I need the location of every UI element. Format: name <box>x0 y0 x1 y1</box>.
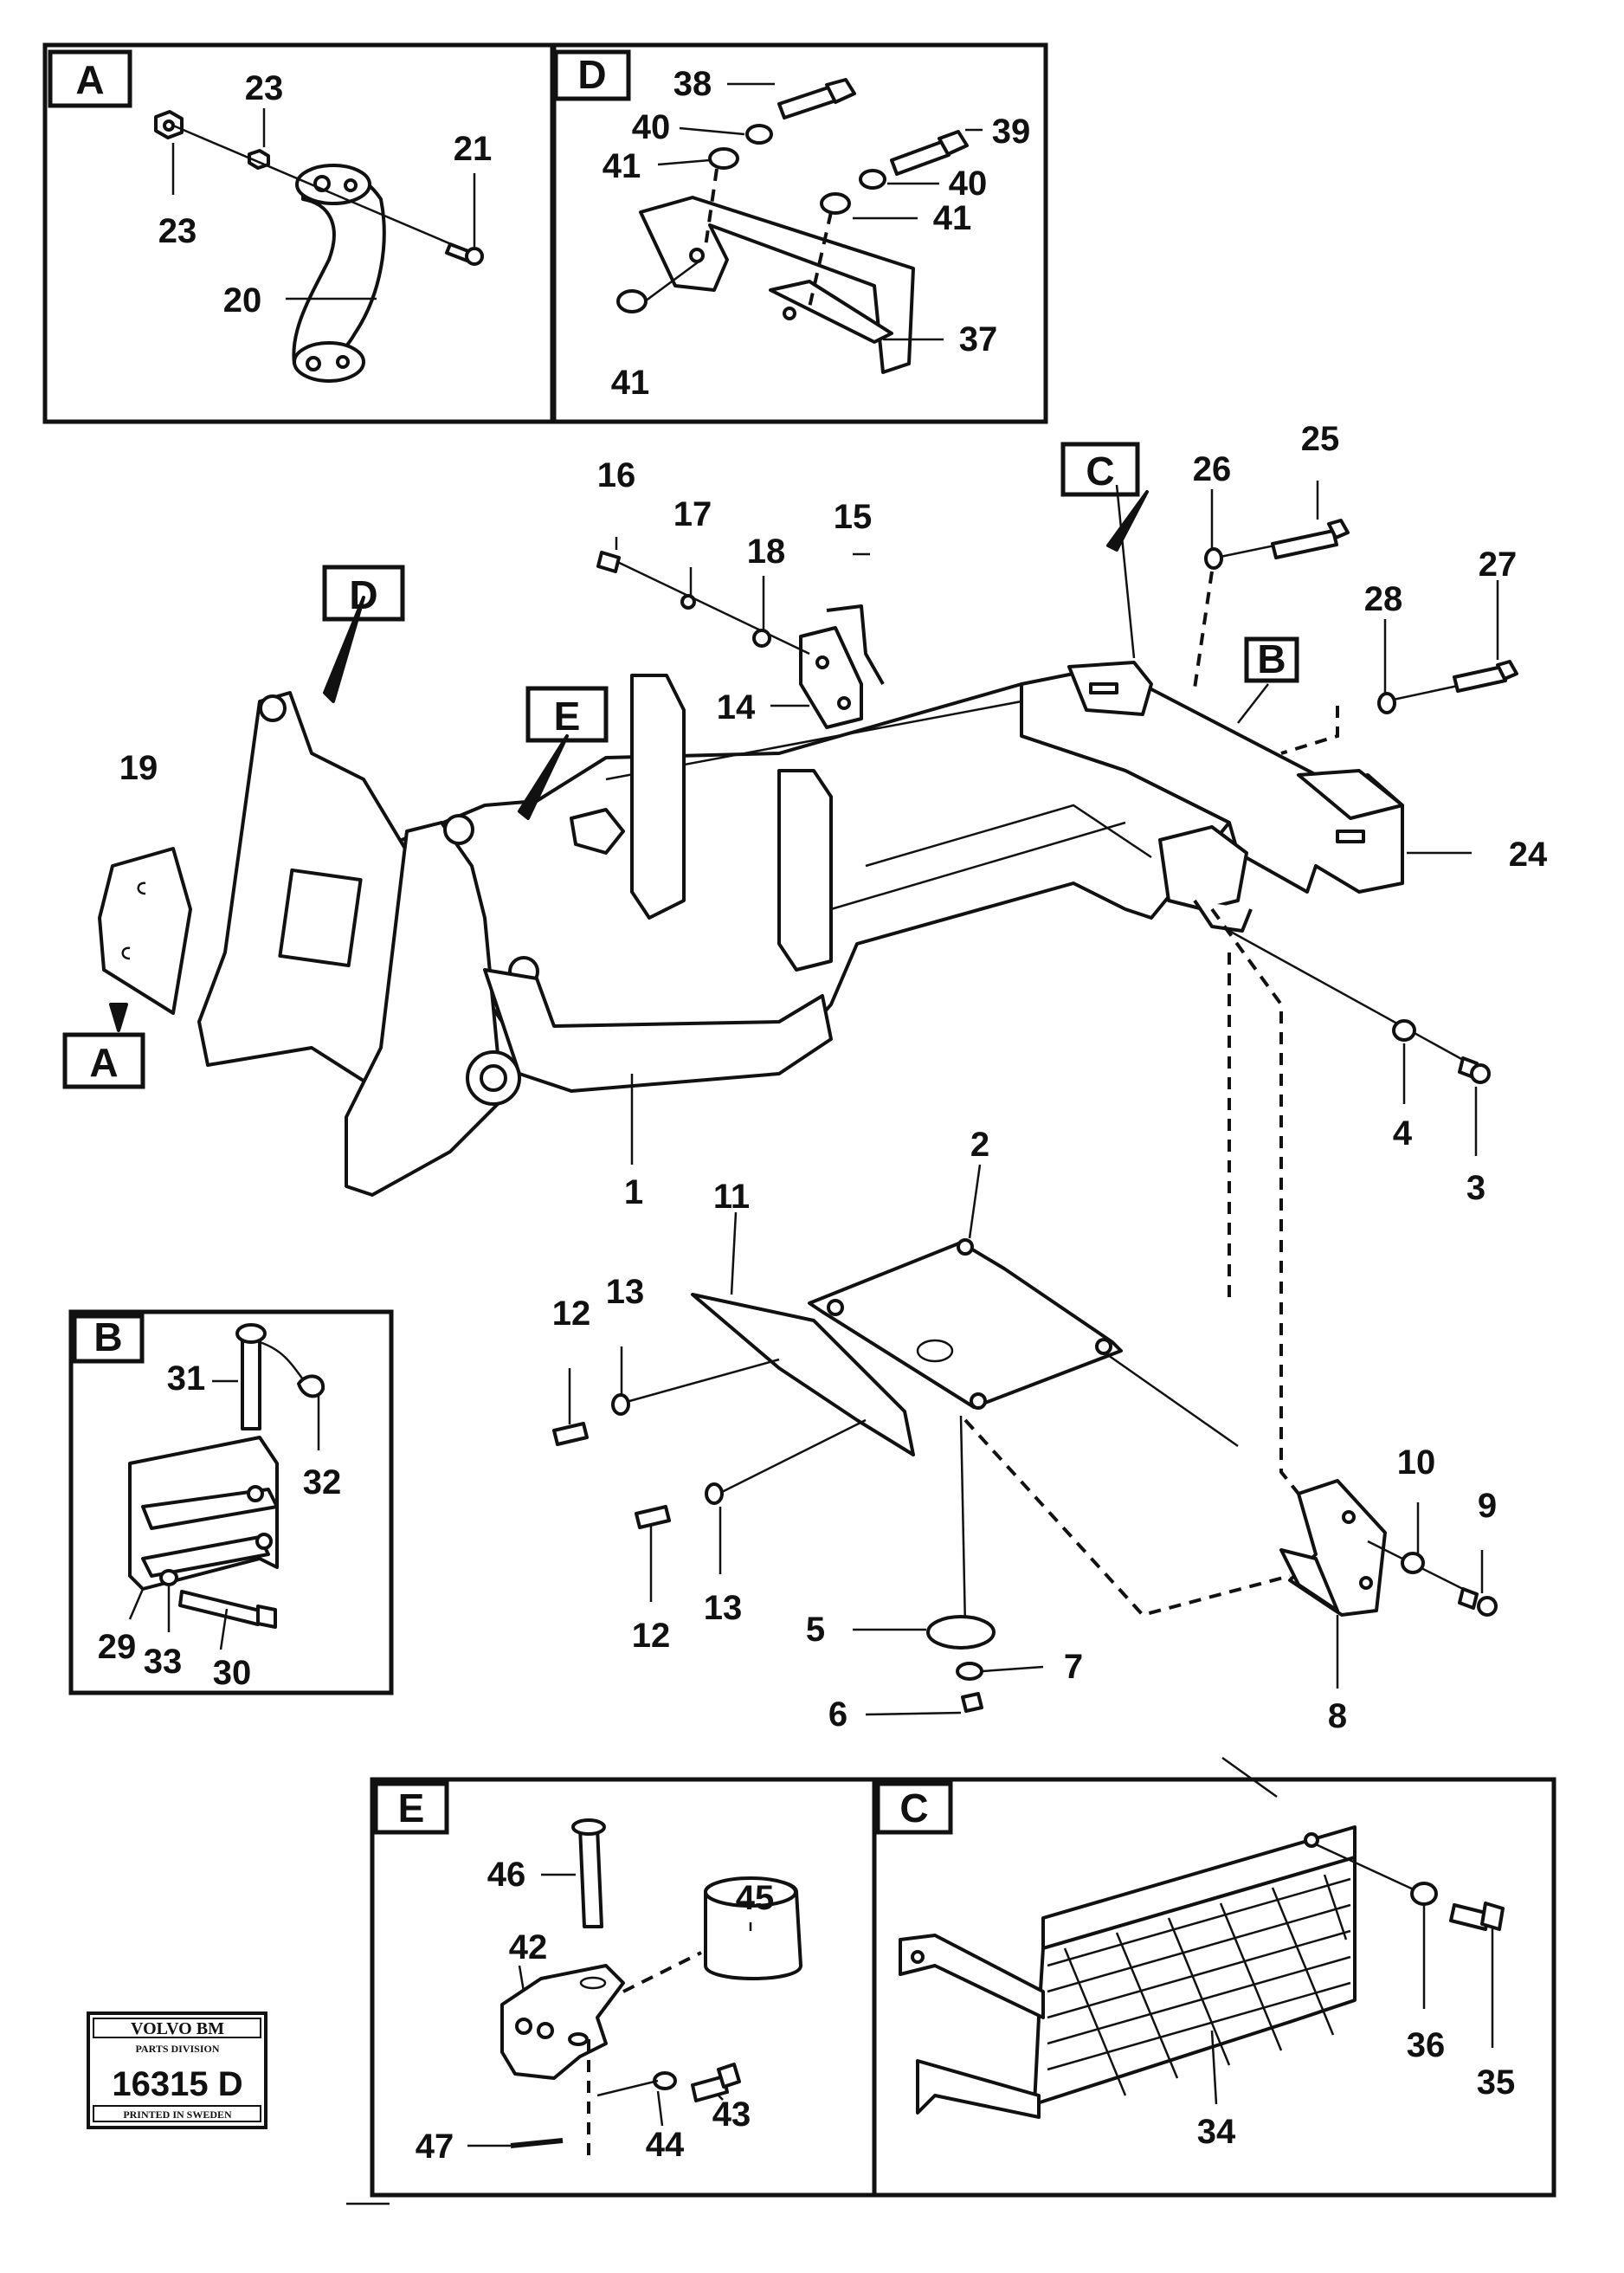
label-5: 5 <box>806 1611 825 1649</box>
callouts: C D E B A <box>62 442 1299 1089</box>
label-30: 30 <box>213 1654 252 1692</box>
label-41c: 41 <box>611 364 650 402</box>
label-39: 39 <box>992 113 1031 151</box>
label-47: 47 <box>416 2128 454 2166</box>
label-12b: 12 <box>632 1617 671 1655</box>
callout-a: A <box>89 1040 118 1085</box>
label-23: 23 <box>158 212 197 250</box>
bracket-42 <box>500 1964 625 2080</box>
label-9: 9 <box>1478 1487 1497 1525</box>
inset-e-tag: E <box>398 1785 425 1831</box>
label-13b: 13 <box>704 1589 743 1627</box>
label-44: 44 <box>646 2126 685 2164</box>
label-25: 25 <box>1301 420 1340 458</box>
label-32: 32 <box>303 1463 342 1501</box>
inset-a-tag: A <box>75 57 104 102</box>
label-12a: 12 <box>552 1295 591 1333</box>
main-assembly <box>197 661 1404 1197</box>
label-8: 8 <box>1328 1697 1347 1735</box>
callout-b: B <box>1257 636 1286 681</box>
label-18: 18 <box>747 533 786 571</box>
guard-plates <box>622 1164 1291 1629</box>
inset-e: E 46 45 42 43 44 47 <box>370 1777 877 2198</box>
front-tower-right <box>345 821 504 1197</box>
inset-b: B 31 32 29 33 30 <box>68 1309 394 1695</box>
callout-d: D <box>349 572 377 617</box>
callout-e: E <box>554 694 581 739</box>
inset-c-tag: C <box>899 1785 928 1831</box>
label-19: 19 <box>119 749 158 787</box>
label-46: 46 <box>487 1856 526 1894</box>
label-41a: 41 <box>603 147 641 185</box>
label-21: 21 <box>454 130 493 168</box>
label-43: 43 <box>712 2095 751 2134</box>
plate-11 <box>691 1293 915 1456</box>
label-42: 42 <box>509 1928 548 1966</box>
main-labels: 1 2 3 4 5 6 7 8 9 10 11 12 12 13 13 14 1… <box>119 420 1548 1735</box>
label-16: 16 <box>597 456 636 494</box>
label-29: 29 <box>98 1628 137 1666</box>
bracket-37 <box>639 196 915 374</box>
label-15: 15 <box>834 498 873 536</box>
label-13a: 13 <box>606 1273 645 1311</box>
label-40a: 40 <box>632 108 671 146</box>
plate-5-group <box>853 1615 1044 1716</box>
inset-a: A 23 21 23 20 <box>42 42 557 424</box>
callout-c: C <box>1086 449 1114 494</box>
bolts-3-4 <box>1210 907 1491 1495</box>
inset-d: D 38 40 41 39 40 41 37 41 <box>550 42 1048 424</box>
label-41b: 41 <box>933 199 972 237</box>
label-17: 17 <box>673 495 712 533</box>
label-40b: 40 <box>949 165 988 203</box>
label-36: 36 <box>1407 2026 1446 2064</box>
label-4: 4 <box>1393 1114 1413 1153</box>
label-20: 20 <box>223 281 262 320</box>
bracket-8-group <box>1279 1479 1498 1689</box>
label-14: 14 <box>717 688 756 726</box>
stamp-footer: PRINTED IN SWEDEN <box>123 2108 232 2121</box>
inset-d-tag: D <box>577 52 606 97</box>
bolts-16-18 <box>596 537 870 707</box>
label-33: 33 <box>144 1643 183 1681</box>
label-28: 28 <box>1364 580 1403 618</box>
stamp-number: 16315 D <box>112 2065 242 2103</box>
volvo-bm-stamp: VOLVO BM PARTS DIVISION 16315 D PRINTED … <box>87 2011 267 2129</box>
label-10: 10 <box>1397 1443 1436 1482</box>
label-22: 23 <box>245 69 284 107</box>
stamp-division: PARTS DIVISION <box>135 2043 219 2055</box>
bolts-12-13 <box>552 1346 724 1602</box>
stamp-brand: VOLVO BM <box>131 2019 224 2038</box>
label-11: 11 <box>713 1178 750 1216</box>
label-7: 7 <box>1064 1648 1083 1686</box>
label-1: 1 <box>624 1173 643 1211</box>
hook-14 <box>799 604 885 729</box>
label-35: 35 <box>1477 2063 1516 2102</box>
label-45: 45 <box>736 1879 775 1917</box>
inset-b-tag: B <box>93 1314 122 1359</box>
label-2: 2 <box>970 1126 989 1164</box>
label-6: 6 <box>828 1695 847 1734</box>
main-leaders <box>109 484 1269 1165</box>
label-34: 34 <box>1197 2113 1236 2151</box>
label-27: 27 <box>1479 546 1518 584</box>
label-3: 3 <box>1466 1169 1485 1207</box>
label-31: 31 <box>167 1359 206 1398</box>
cover-plate-19 <box>98 847 192 1015</box>
bolts-25-28 <box>1193 481 1518 855</box>
label-37: 37 <box>959 320 998 358</box>
label-38: 38 <box>673 65 712 103</box>
inset-c: C 36 35 34 <box>872 1756 1556 2198</box>
label-24: 24 <box>1509 836 1548 874</box>
label-26: 26 <box>1193 450 1232 488</box>
